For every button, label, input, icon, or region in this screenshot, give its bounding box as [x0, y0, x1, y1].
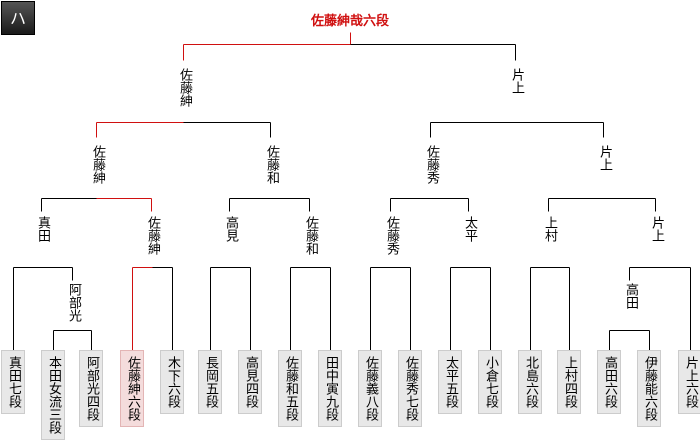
player-box[interactable]: 小倉七段: [478, 350, 502, 414]
player-box[interactable]: 高見四段: [238, 350, 262, 414]
winner-label: 佐藤秀: [384, 216, 399, 255]
player-box[interactable]: 佐藤秀七段: [398, 350, 422, 427]
player-box[interactable]: 伊藤能六段: [637, 350, 661, 427]
winner-label: 佐藤秀: [424, 145, 439, 184]
player-box[interactable]: 阿部光四段: [79, 350, 103, 427]
winner-label: 片上: [509, 68, 524, 94]
player-box[interactable]: 太平五段: [438, 350, 462, 414]
player-box[interactable]: 本田女流三段: [41, 350, 65, 440]
winner-label: 上村: [542, 216, 557, 242]
winner-label: 高見: [223, 216, 238, 242]
player-box[interactable]: 佐藤紳六段: [120, 350, 144, 427]
bracket-tab[interactable]: ハ: [1, 1, 35, 35]
player-box[interactable]: 高田六段: [597, 350, 621, 414]
player-box[interactable]: 北島六段: [518, 350, 542, 414]
player-box[interactable]: 片上六段: [678, 350, 700, 414]
winner-label: 阿部光: [66, 283, 81, 322]
winner-label: 佐藤和: [264, 145, 279, 184]
champion-label: 佐藤紳哉六段: [310, 14, 389, 29]
winner-label: 高田: [623, 283, 638, 309]
winner-label: 太平: [462, 216, 477, 242]
player-box[interactable]: 長岡五段: [198, 350, 222, 414]
winner-label: 真田: [35, 216, 50, 242]
winner-label: 片上: [649, 216, 664, 242]
player-box[interactable]: 上村四段: [557, 350, 581, 414]
player-box[interactable]: 佐藤義八段: [358, 350, 382, 427]
player-box[interactable]: 田中寅九段: [318, 350, 342, 427]
player-box[interactable]: 木下六段: [160, 350, 184, 414]
winner-label: 片上: [597, 145, 612, 171]
player-box[interactable]: 真田七段: [1, 350, 25, 414]
player-box[interactable]: 佐藤和五段: [278, 350, 302, 427]
winner-label: 佐藤紳: [145, 216, 160, 255]
winner-label: 佐藤和: [303, 216, 318, 255]
winner-label: 佐藤紳: [90, 145, 105, 184]
winner-label: 佐藤紳: [177, 68, 192, 107]
